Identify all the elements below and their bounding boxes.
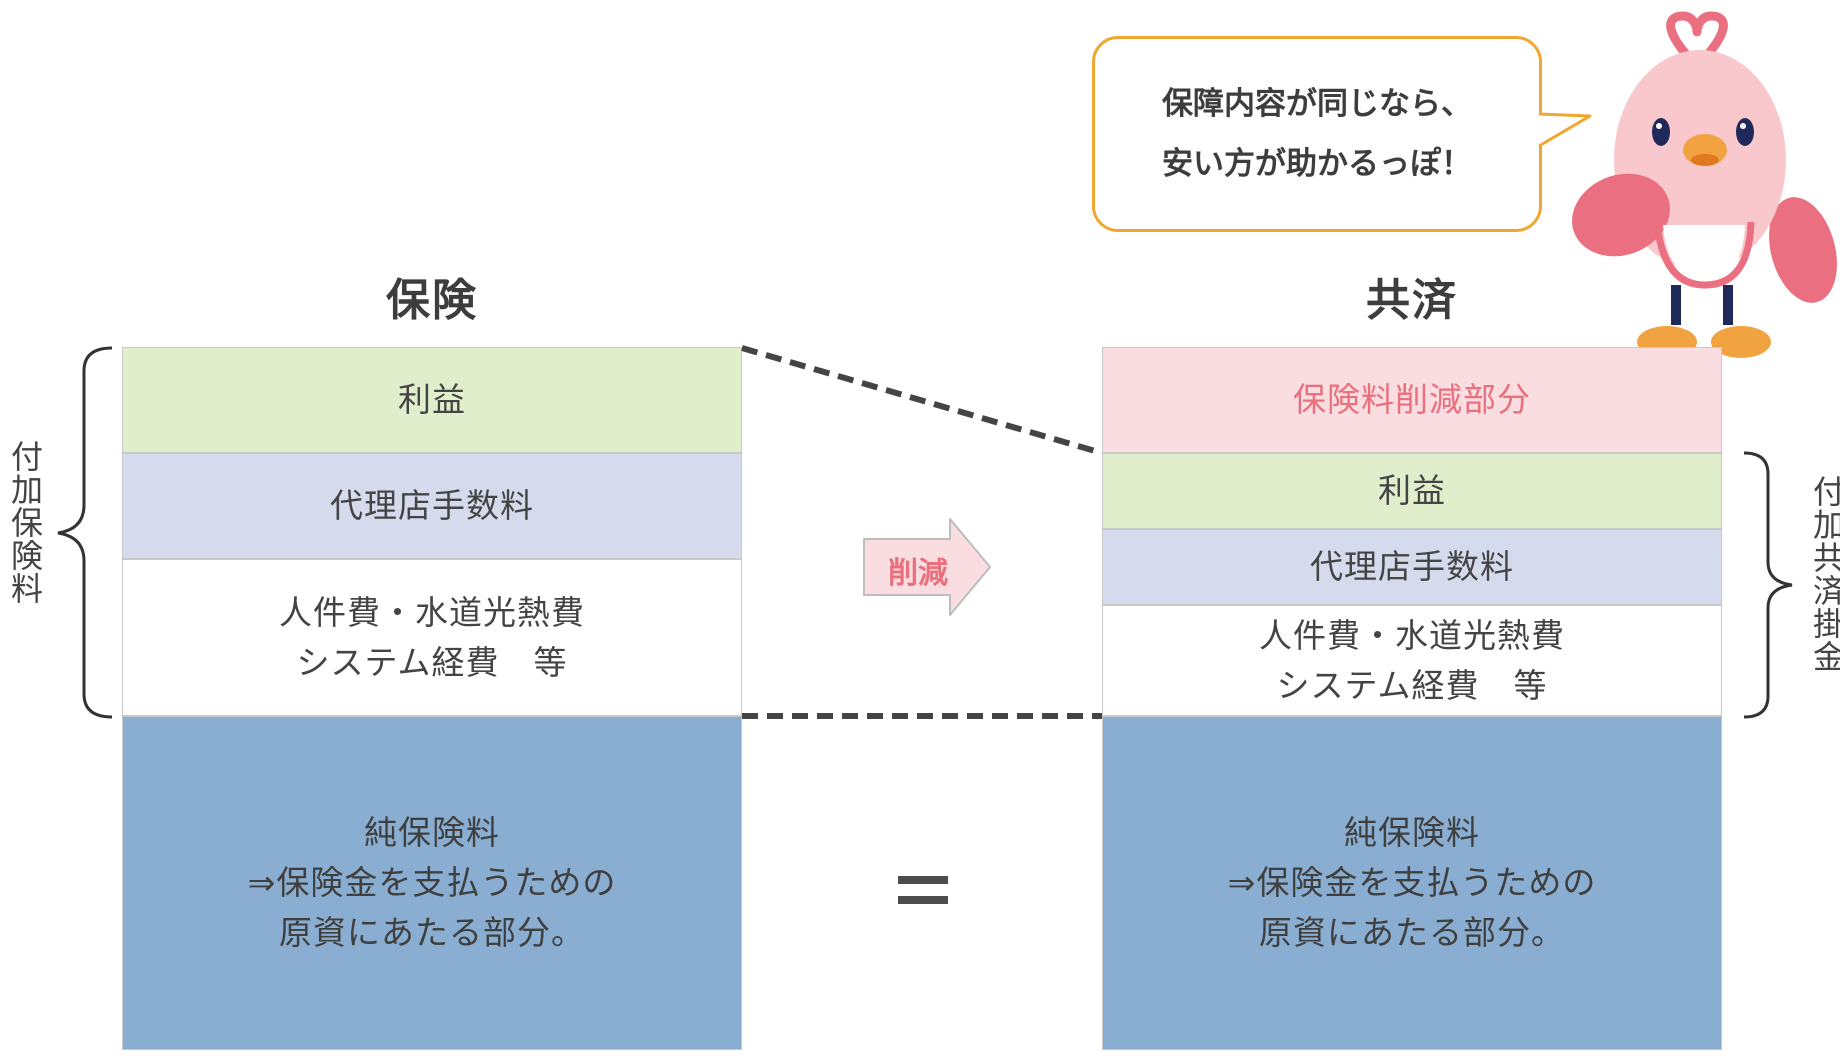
left-brace: [57, 346, 113, 719]
reduction-arrow-icon: [863, 518, 991, 616]
right-expenses-block: 人件費・水道光熱費 システム経費 等: [1102, 605, 1722, 716]
speech-bubble-text: 保障内容が同じなら、 安い方が助かるっぽ！: [1162, 86, 1472, 182]
mascot-bird-icon: [1572, 11, 1837, 358]
equals-sign-icon: [898, 876, 948, 906]
right-brace: [1743, 451, 1793, 719]
right-reduction-label: 保険料削減部分: [1293, 380, 1531, 419]
reduction-arrow-label: 削減: [888, 556, 948, 591]
right-pure-premium-label: 純保険料 ⇒保険金を支払うための 原資にあたる部分。: [1227, 813, 1597, 952]
right-commission-label: 代理店手数料: [1310, 547, 1514, 586]
left-expenses-label: 人件費・水道光熱費 システム経費 等: [279, 592, 585, 682]
right-pure-premium-block: 純保険料 ⇒保険金を支払うための 原資にあたる部分。: [1102, 716, 1722, 1050]
right-reduction-block: 保険料削減部分: [1102, 347, 1722, 453]
left-pure-premium-label: 純保険料 ⇒保険金を支払うための 原資にあたる部分。: [247, 813, 617, 952]
left-brace-label: 付加保険料: [6, 440, 44, 605]
dashed-line-top: [741, 345, 1103, 456]
left-title: 保険: [386, 275, 478, 326]
left-profit-block: 利益: [122, 347, 742, 453]
left-commission-label: 代理店手数料: [330, 486, 534, 525]
right-profit-block: 利益: [1102, 453, 1722, 529]
speech-bubble-tail: [1538, 112, 1592, 148]
left-profit-label: 利益: [398, 380, 466, 419]
speech-bubble: 保障内容が同じなら、 安い方が助かるっぽ！: [1092, 36, 1542, 232]
right-profit-label: 利益: [1378, 471, 1446, 510]
right-brace-label: 付加共済掛金: [1808, 475, 1840, 673]
right-expenses-label: 人件費・水道光熱費 システム経費 等: [1259, 615, 1565, 705]
left-commission-block: 代理店手数料: [122, 453, 742, 559]
right-title: 共済: [1366, 275, 1458, 326]
right-commission-block: 代理店手数料: [1102, 529, 1722, 605]
left-expenses-block: 人件費・水道光熱費 システム経費 等: [122, 559, 742, 716]
left-pure-premium-block: 純保険料 ⇒保険金を支払うための 原資にあたる部分。: [122, 716, 742, 1050]
